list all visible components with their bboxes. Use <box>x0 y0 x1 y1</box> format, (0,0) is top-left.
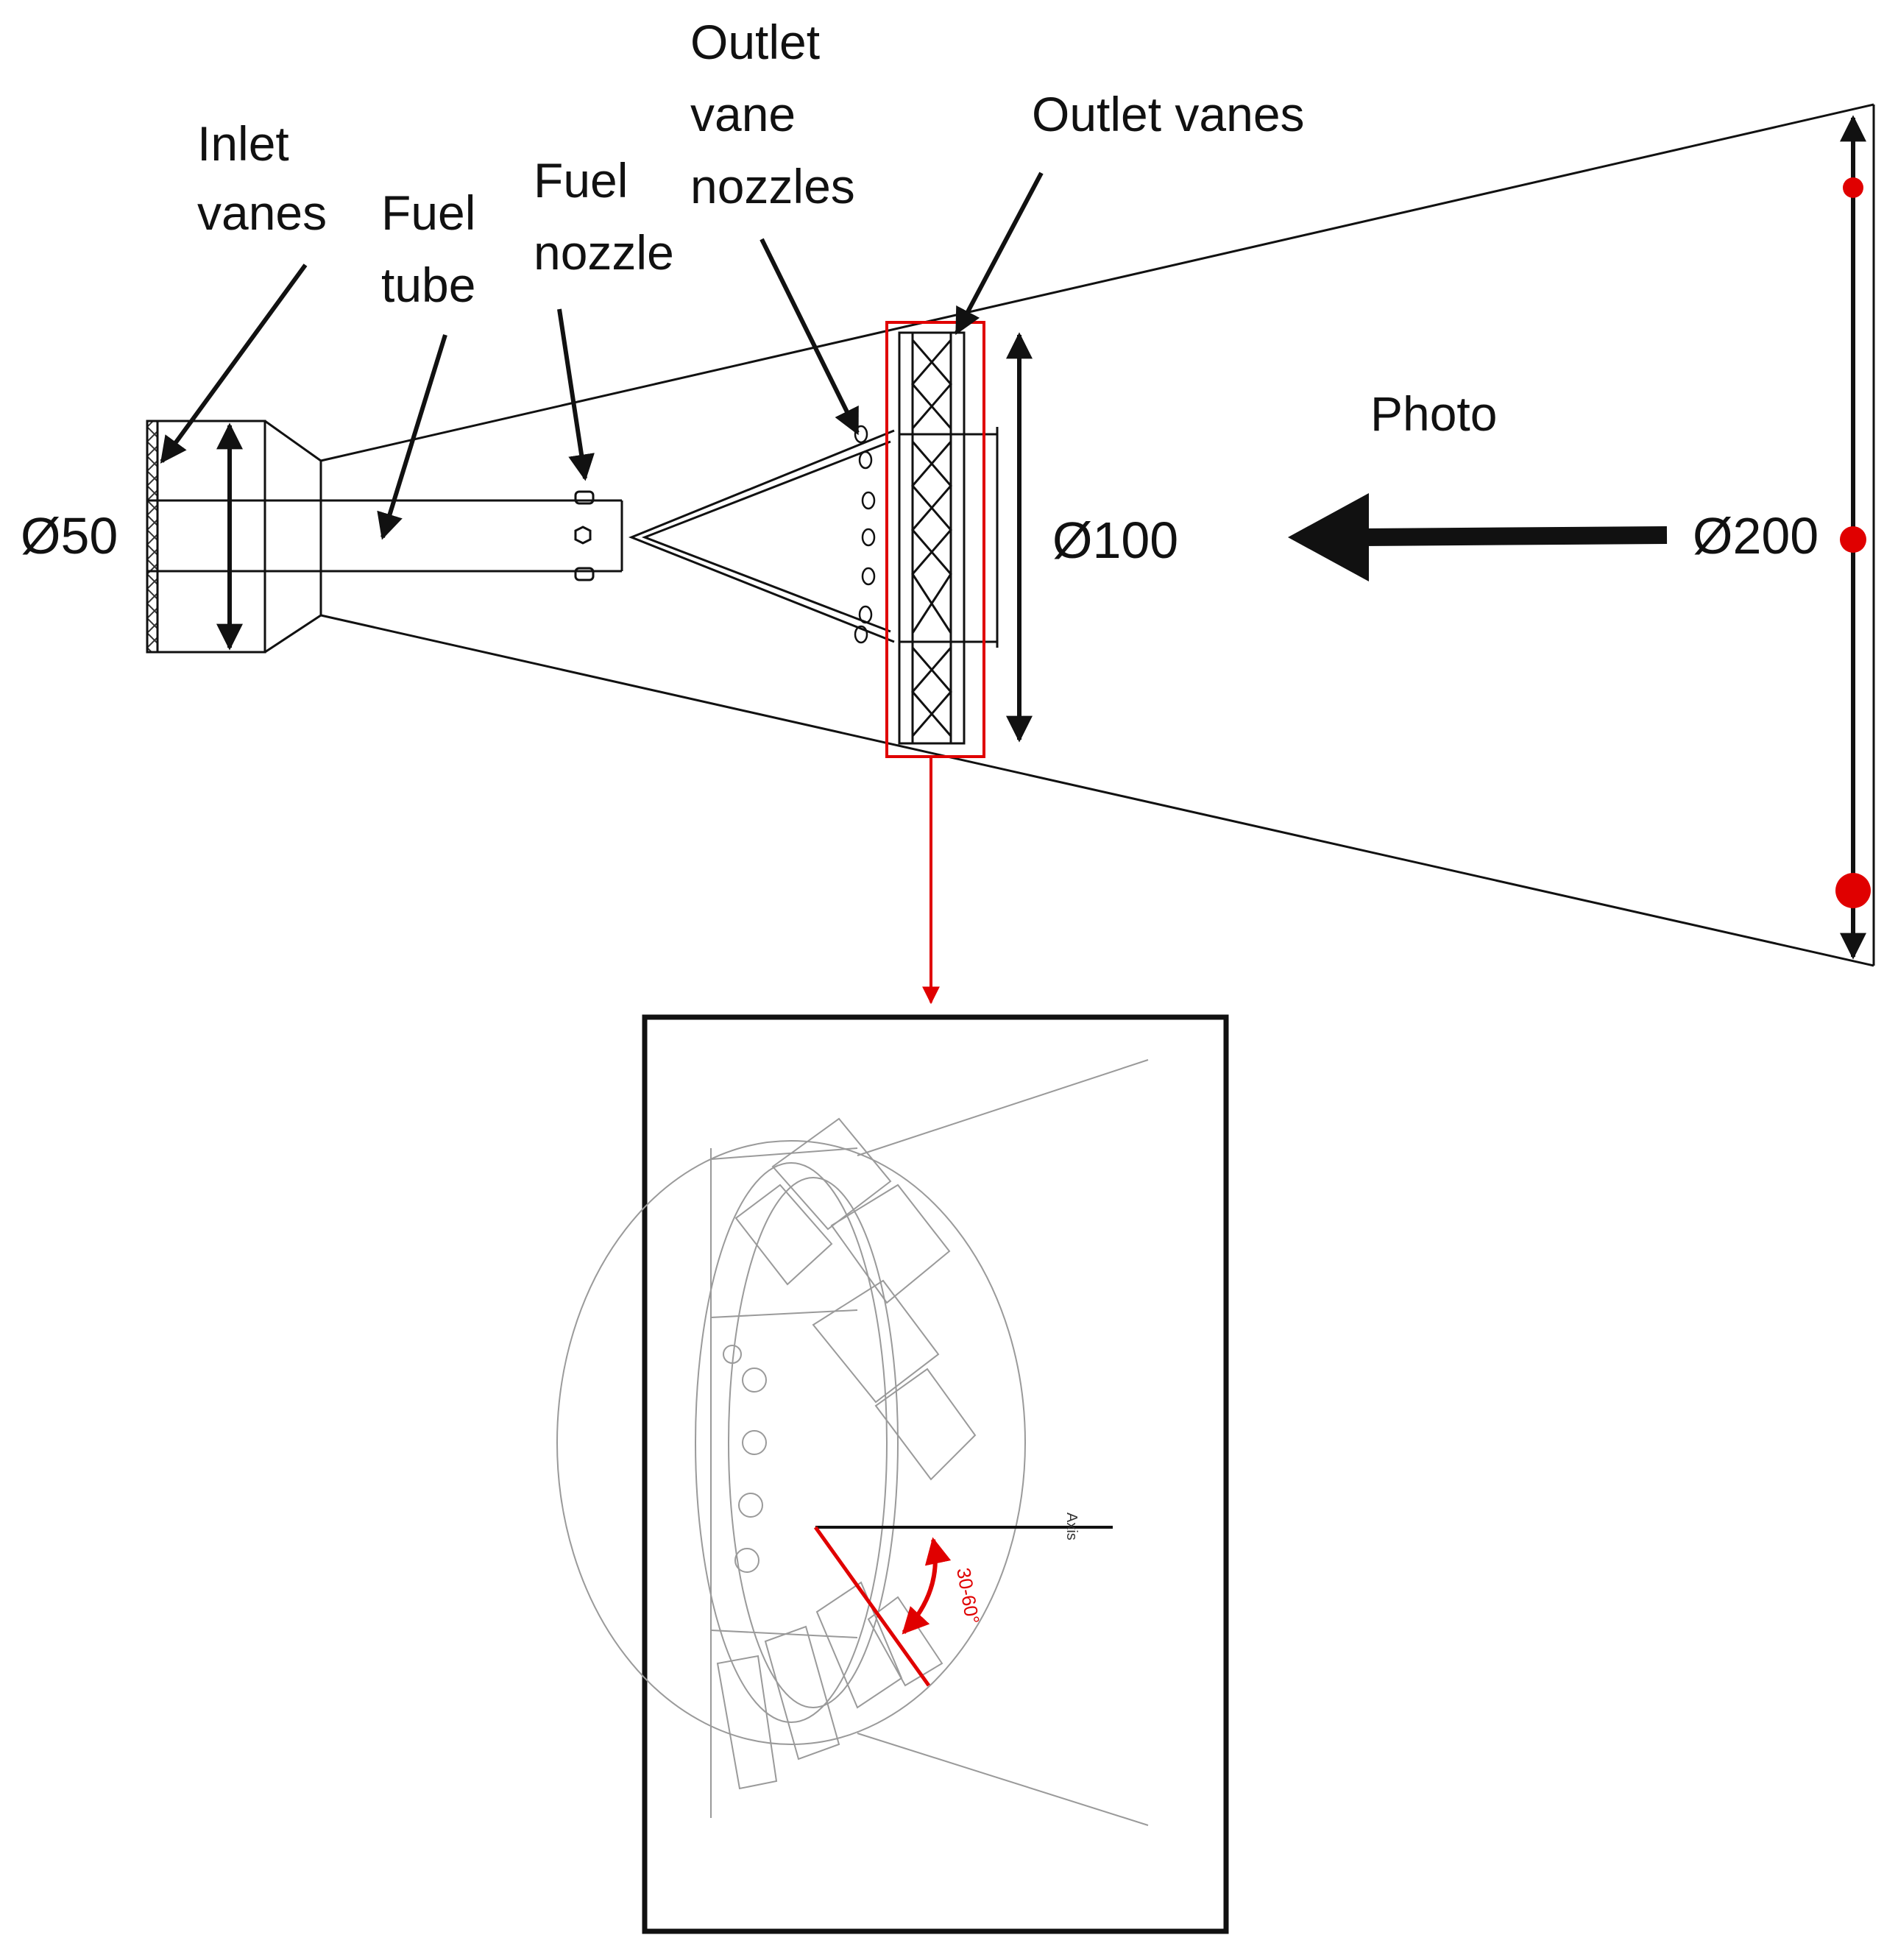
part-labels: Inlet vanes Fuel tube Fuel nozzle Outlet… <box>197 15 1497 441</box>
outlet-vane-block <box>898 331 999 745</box>
inlet-taper <box>264 420 322 654</box>
label-inlet-diameter: Ø50 <box>21 507 118 565</box>
fuel-tube-arrow <box>377 334 447 540</box>
outlet-vanes-arrow <box>955 171 1044 336</box>
label-outlet-vane-nozzles-line3: nozzles <box>690 159 855 213</box>
fuel-nozzle-arrow <box>557 308 595 481</box>
measurement-point <box>1835 873 1871 908</box>
label-exit-diameter: Ø200 <box>1693 507 1819 565</box>
label-fuel-nozzle-line1: Fuel <box>534 153 628 208</box>
diffuser-wall-bottom <box>320 614 1874 967</box>
inset-sketch <box>556 1059 1149 1826</box>
dimension-labels: Ø50 Ø100 Ø200 <box>21 507 1819 569</box>
outlet-vane-highlight-box <box>885 321 985 758</box>
label-photo: Photo <box>1370 386 1497 441</box>
inset-axis-label: Axis <box>1063 1513 1080 1540</box>
outlet-vane-nozzle-holes <box>854 425 876 644</box>
label-inlet-vanes-line2: vanes <box>197 185 327 240</box>
burner-body <box>146 103 1875 967</box>
measurement-point <box>1843 177 1863 198</box>
label-outlet-diameter: Ø100 <box>1052 512 1178 569</box>
inset-vane-angle-line <box>813 1526 931 1687</box>
fuel-nozzle-port <box>574 567 595 581</box>
inlet-vanes-arrow <box>160 263 308 464</box>
fuel-nozzle-port <box>574 490 595 505</box>
label-inlet-vanes-line1: Inlet <box>197 116 289 171</box>
measurement-points <box>1835 177 1871 908</box>
inset-detail: Axis 30-60° <box>556 1014 1229 1934</box>
diffuser-wall-top <box>320 103 1874 462</box>
bluff-cone <box>628 429 895 643</box>
inset-angle-arc <box>902 1537 952 1635</box>
label-fuel-tube-line2: tube <box>381 258 475 312</box>
label-outlet-vane-nozzles-line2: vane <box>690 87 796 141</box>
label-outlet-vane-nozzles-line1: Outlet <box>690 15 820 69</box>
outlet-vane-nozzles-arrow <box>759 238 860 436</box>
label-outlet-vanes: Outlet vanes <box>1032 87 1305 141</box>
measurement-point <box>1840 526 1866 553</box>
label-fuel-nozzle-line2: nozzle <box>534 225 674 280</box>
label-fuel-tube-line1: Fuel <box>381 185 475 240</box>
photo-direction-arrow <box>1288 493 1668 581</box>
fuel-nozzle-port <box>574 526 592 545</box>
inlet-vanes-pack <box>146 420 159 654</box>
callout-arrows <box>160 171 1044 540</box>
